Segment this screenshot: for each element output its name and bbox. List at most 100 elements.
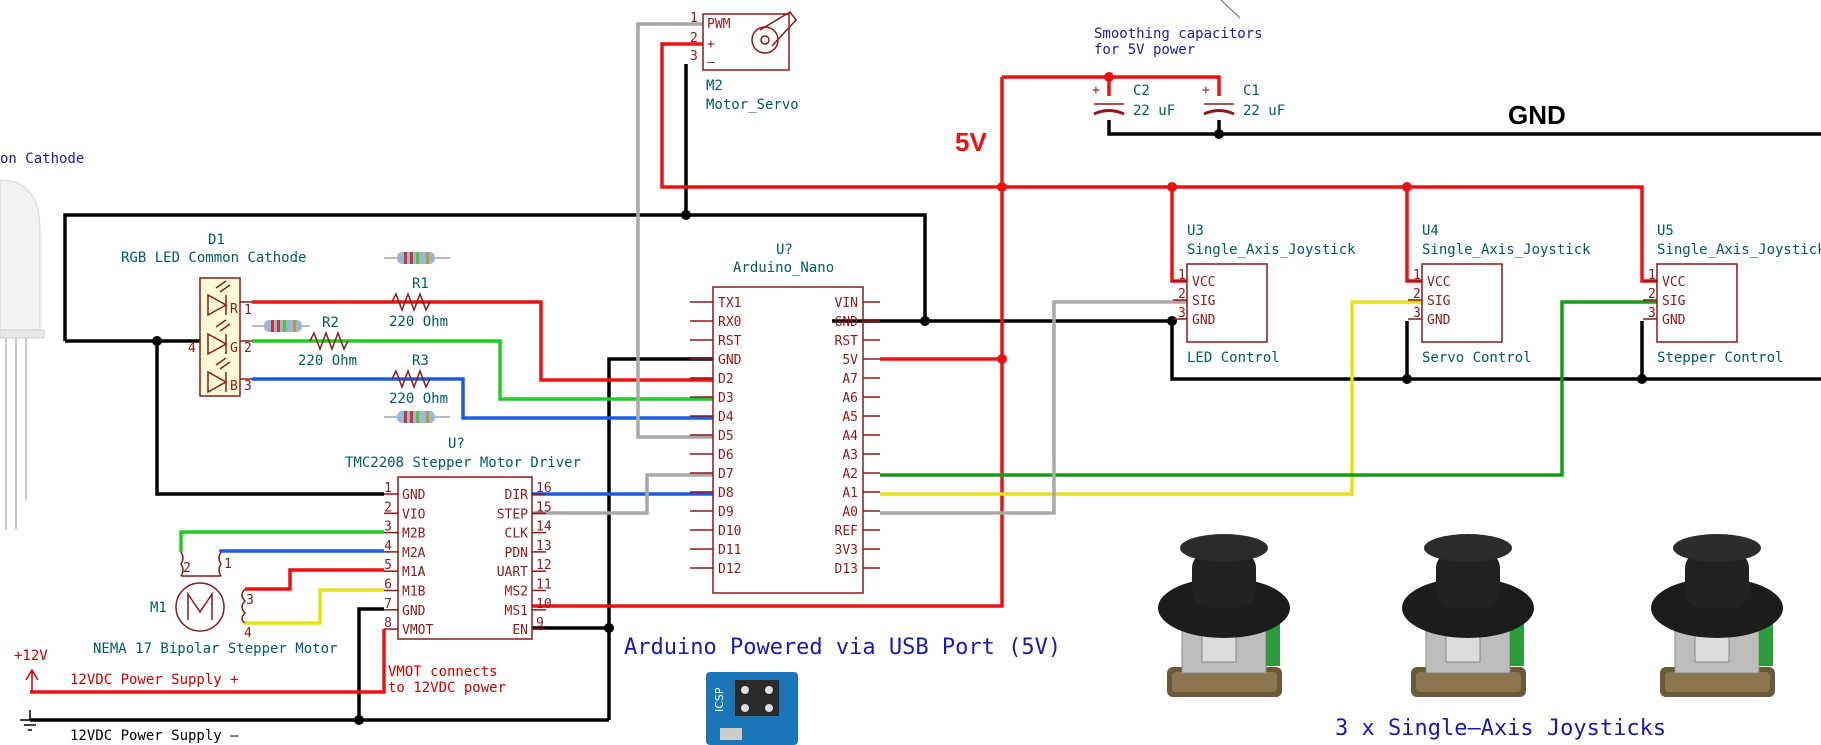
diode-icon — [207, 280, 231, 394]
wire-gnd-nano — [607, 357, 713, 720]
joysticks-caption: 3 x Single–Axis Joysticks — [1335, 716, 1666, 741]
nano-pin-name: A1 — [842, 486, 858, 501]
resistor-icon — [309, 330, 349, 352]
tmc-pin-num: 4 — [384, 539, 392, 554]
joystick-pin-num: 3 — [1178, 306, 1186, 321]
joystick-pin-num: 2 — [1178, 287, 1186, 302]
joystick-pin-num: 2 — [1648, 287, 1656, 302]
tmc-ref: U? — [448, 436, 465, 452]
joystick-caption: Servo Control — [1422, 350, 1532, 366]
nano-pin-name: REF — [835, 524, 859, 539]
resistor-r2[interactable]: R2 220 Ohm — [252, 315, 357, 369]
m2-pin-name: + — [707, 37, 715, 52]
joystick-pin-name: VCC — [1192, 275, 1215, 290]
d1-pin-num: 2 — [244, 341, 252, 356]
joystick-pin-name: SIG — [1662, 294, 1686, 309]
wire-layer — [30, 22, 1821, 725]
resistor-r1[interactable]: R1 220 Ohm — [384, 252, 450, 330]
tmc-pin-name: M1B — [402, 585, 426, 600]
tmc-pin-num: 8 — [384, 616, 392, 631]
capacitor-c1[interactable]: + C1 22 uF — [1202, 83, 1285, 119]
coil-icon — [180, 551, 222, 577]
tmc-pin-num: 6 — [384, 578, 392, 593]
m2-body — [702, 13, 790, 71]
wire-servo-pwm — [636, 22, 713, 439]
joystick-pin-name: GND — [1427, 313, 1451, 328]
common-cathode-fragment: on Cathode — [0, 151, 84, 167]
tmc-pin-name: MS1 — [505, 604, 528, 619]
wire-5v-caps — [1002, 75, 1221, 96]
wire-joystick-stepper — [880, 300, 1657, 477]
r3-value: 220 Ohm — [389, 391, 448, 407]
nano-ref: U? — [776, 242, 793, 258]
m2-pin-num: 2 — [690, 31, 698, 46]
c1-ref: C1 — [1243, 83, 1260, 99]
servo-motor-m2[interactable]: PWM + – 1 2 3 M2 Motor_Servo — [690, 11, 799, 113]
nano-pin-name: A2 — [842, 467, 858, 482]
tmc-pin-num: 16 — [536, 481, 552, 496]
joystick-caption: LED Control — [1187, 350, 1280, 366]
motor-icon — [175, 582, 225, 632]
wire-blue-channel — [252, 377, 713, 420]
tmc-pin-name: STEP — [497, 507, 528, 522]
nano-pin-name: A4 — [842, 429, 858, 444]
d1-pin-r: R — [230, 302, 238, 317]
joystick-photo-icon — [1651, 534, 1783, 697]
wire-gnd-tmc — [155, 341, 384, 496]
wire-step — [532, 473, 713, 515]
junction-dot — [997, 354, 1007, 364]
joystick-ref: U3 — [1187, 223, 1204, 239]
tmc-pin-name: PDN — [505, 546, 528, 561]
tmc-pin-name: GND — [402, 488, 426, 503]
d1-ref: D1 — [208, 232, 225, 248]
resistor-r3[interactable]: R3 220 Ohm — [384, 353, 450, 423]
m1-pin-num: 2 — [183, 561, 191, 576]
nano-pin-name: 5V — [842, 353, 858, 368]
wire-green-channel — [252, 339, 713, 401]
vmot-note: VMOT connects — [388, 664, 498, 680]
d1-body — [199, 277, 241, 397]
nano-pin-name: A6 — [842, 391, 858, 406]
m1-pin-num: 1 — [224, 557, 232, 572]
joystick-body — [1656, 263, 1738, 343]
tmc-value: TMC2208 Stepper Motor Driver — [345, 455, 581, 471]
smoothing-caps-note: for 5V power — [1094, 42, 1195, 58]
joystick-pin-num: 3 — [1648, 306, 1656, 321]
tmc-pin-num: 1 — [384, 481, 392, 496]
joystick-value: Single_Axis_Joystick — [1187, 242, 1356, 258]
m2-pin-num: 3 — [690, 49, 698, 64]
joystick-value: Single_Axis_Joystick — [1657, 242, 1821, 258]
capacitor-c2[interactable]: + C2 22 uF — [1092, 83, 1175, 119]
nano-pin-name: D6 — [718, 448, 734, 463]
resistor-photo-icon — [384, 411, 450, 423]
resistor-photo-icon — [384, 252, 450, 264]
d1-pin-num: 3 — [244, 379, 252, 394]
stepper-motor-m1[interactable]: M1 2 1 3 4 NEMA 17 Bipolar Stepper Motor — [93, 551, 337, 657]
joystick-pin-num: 1 — [1648, 268, 1656, 283]
arduino-nano[interactable]: U? Arduino_Nano TX1RX0RSTGNDD2D3D4D5D6D7… — [690, 242, 880, 594]
nano-pin-name: GND — [835, 315, 859, 330]
nano-pin-name: D3 — [718, 391, 734, 406]
joystick-value: Single_Axis_Joystick — [1422, 242, 1591, 258]
joystick-pin-name: SIG — [1427, 294, 1451, 309]
nano-pin-name: D7 — [718, 467, 734, 482]
capacitor-icon — [1093, 109, 1125, 116]
tmc-pin-num: 15 — [536, 500, 552, 515]
wire-m1a — [245, 568, 384, 591]
r3-ref: R3 — [412, 353, 429, 369]
junction-dot — [354, 715, 364, 725]
junction-dot — [1167, 182, 1177, 192]
wire-5v-u3 — [1170, 187, 1187, 283]
joystick-body — [1186, 263, 1268, 343]
m2-value: Motor_Servo — [706, 97, 799, 113]
net-label-5v: 5V — [955, 127, 987, 157]
d1-pin-g: G — [230, 341, 238, 356]
tmc-pin-name: VMOT — [402, 623, 433, 638]
rgb-led-d1[interactable]: D1 RGB LED Common Cathode R G B 1 2 3 4 — [121, 232, 306, 397]
nano-pins: TX1RX0RSTGNDD2D3D4D5D6D7D8D9D10D11D12VIN… — [690, 296, 880, 577]
c2-value: 22 uF — [1133, 103, 1175, 119]
